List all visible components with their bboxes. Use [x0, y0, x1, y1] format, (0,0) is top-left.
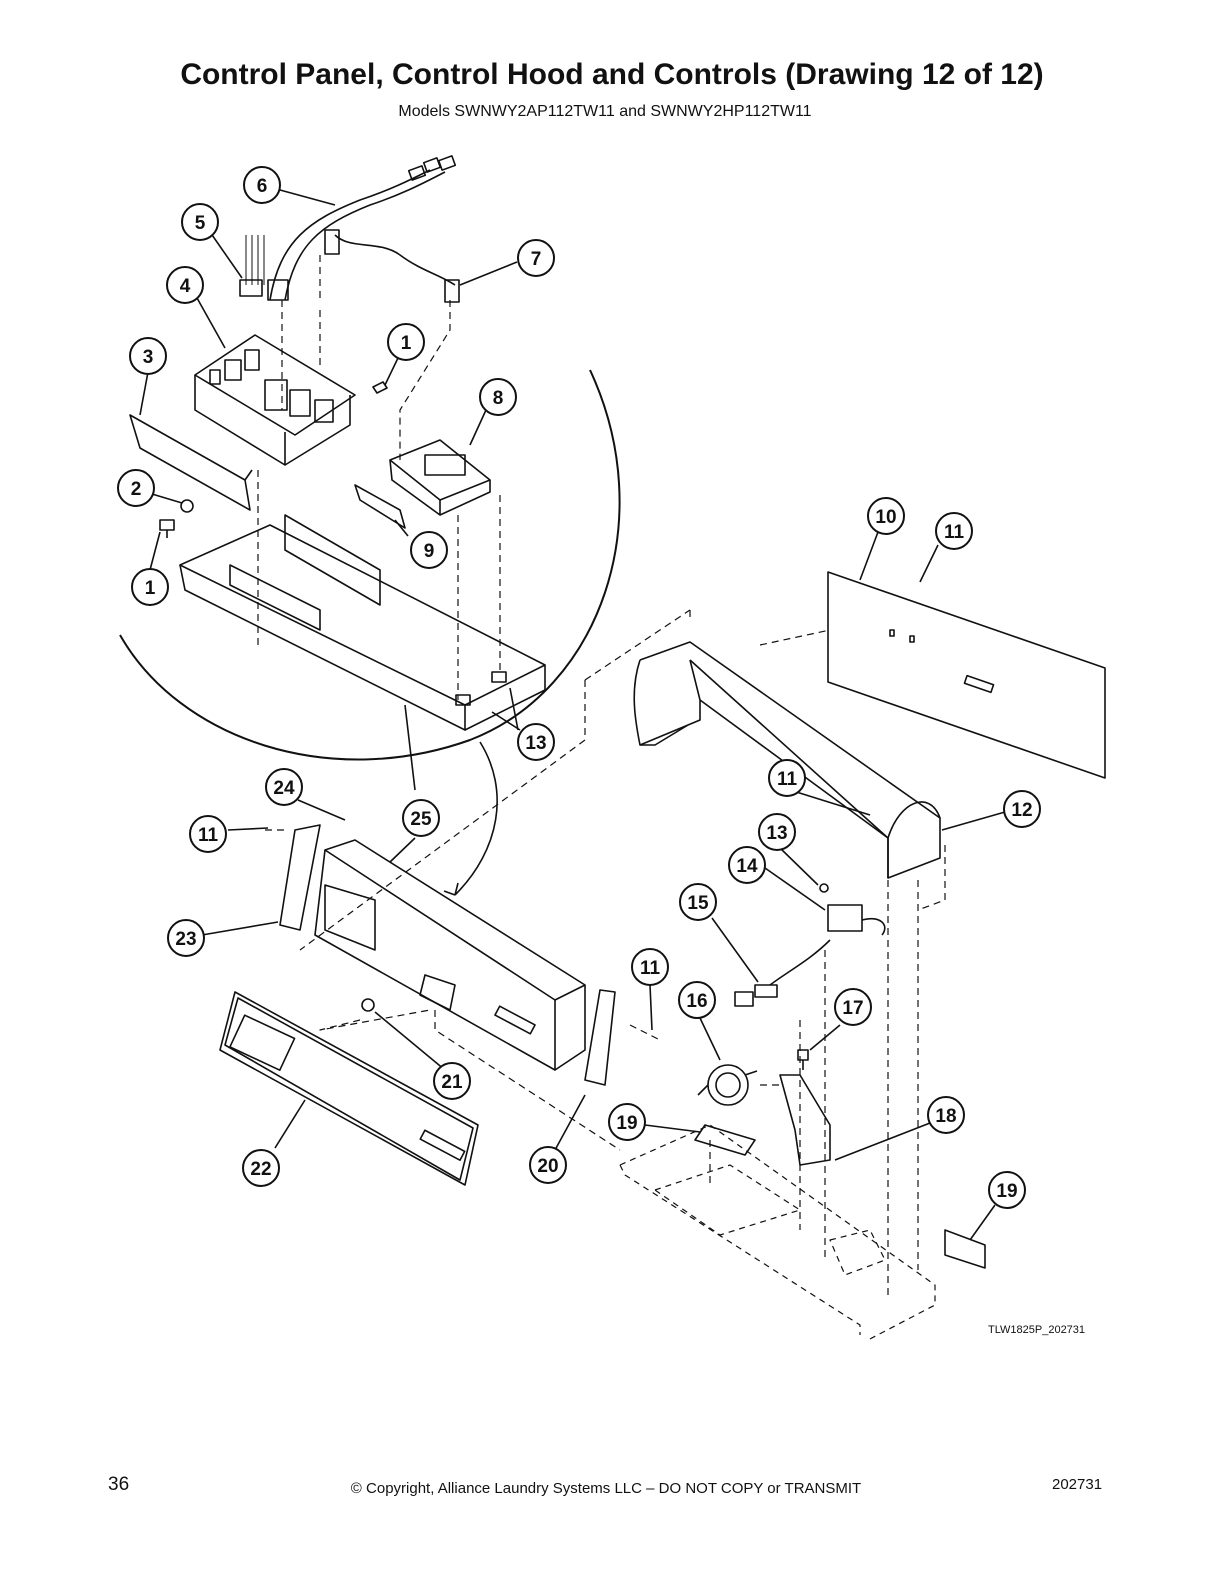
callout-8: 8	[479, 378, 517, 416]
callout-13b-text: 13	[766, 823, 787, 844]
plug-21	[361, 998, 375, 1012]
callout-11c-text: 11	[777, 769, 798, 790]
callout-18-text: 18	[935, 1106, 956, 1127]
callout-14: 14	[728, 846, 766, 884]
bracket-9	[354, 484, 406, 529]
callout-19a: 19	[608, 1103, 646, 1141]
callout-13b: 13	[758, 813, 796, 851]
callout-7: 7	[517, 239, 555, 277]
callout-11a-text: 11	[944, 522, 965, 543]
label-19a	[694, 1124, 756, 1156]
callout-1a-text: 1	[401, 333, 412, 354]
board-8	[389, 439, 491, 516]
callout-9: 9	[410, 531, 448, 569]
callout-23-text: 23	[175, 929, 196, 950]
callout-22-text: 22	[250, 1159, 271, 1180]
callout-1b: 1	[131, 568, 169, 606]
selector-16	[697, 1064, 758, 1106]
callout-7-text: 7	[531, 249, 542, 270]
bracket-3	[129, 414, 253, 511]
harness-15	[734, 939, 831, 1007]
callout-25-text: 25	[410, 809, 432, 830]
callout-3: 3	[129, 337, 167, 375]
cabinet-top	[619, 1124, 936, 1341]
callout-11d-text: 11	[640, 958, 661, 979]
callout-23: 23	[167, 919, 205, 957]
callout-21-text: 21	[441, 1072, 463, 1093]
screw-1a	[159, 519, 175, 538]
callout-13a-text: 13	[525, 733, 546, 754]
clip-13b	[491, 671, 507, 683]
callout-9-text: 9	[424, 541, 435, 562]
callout-15-text: 15	[687, 893, 709, 914]
callout-11b: 11	[189, 815, 227, 853]
callout-11b-text: 11	[198, 825, 219, 846]
callout-4-text: 4	[180, 276, 191, 297]
harness-6	[267, 155, 460, 303]
callout-15: 15	[679, 883, 717, 921]
callout-21: 21	[433, 1062, 471, 1100]
copyright-notice: © Copyright, Alliance Laundry Systems LL…	[350, 1480, 862, 1497]
callout-20: 20	[529, 1146, 567, 1184]
callout-2: 2	[117, 469, 155, 507]
models-subtitle: Models SWNWY2AP112TW11 and SWNWY2HP112TW…	[398, 103, 812, 120]
callout-3-text: 3	[143, 347, 154, 368]
callout-14-text: 14	[736, 856, 758, 877]
callout-6-text: 6	[257, 176, 268, 197]
callout-16-text: 16	[686, 991, 707, 1012]
callout-12: 12	[1003, 790, 1041, 828]
callout-2-text: 2	[131, 479, 142, 500]
panel-base-25	[179, 514, 546, 731]
callout-24-text: 24	[273, 778, 295, 799]
callout-11c: 11	[768, 759, 806, 797]
detail-arrow-arc	[454, 741, 498, 896]
callout-5-text: 5	[195, 213, 206, 234]
bracket-18	[779, 1074, 831, 1166]
callout-25: 25	[402, 799, 440, 837]
callout-19b-text: 19	[996, 1181, 1017, 1202]
callout-18: 18	[927, 1096, 965, 1134]
callout-20-text: 20	[537, 1156, 558, 1177]
callout-19a-text: 19	[616, 1113, 637, 1134]
end-bracket-23	[279, 824, 321, 931]
page-number: 36	[108, 1474, 130, 1495]
callout-10: 10	[867, 497, 905, 535]
detail-arc	[119, 369, 621, 761]
overlay-22	[219, 991, 479, 1186]
callout-13a: 13	[517, 723, 555, 761]
transformer-14	[819, 883, 886, 936]
wires-5	[239, 235, 265, 297]
callout-bubbles: 6 5 7 4 1 3 8 2 9 1 10 11 13 25 24 11 12…	[117, 166, 1041, 1209]
callout-19b: 19	[988, 1171, 1026, 1209]
callout-4: 4	[166, 266, 204, 304]
callout-17-text: 17	[842, 998, 863, 1019]
document-number: 202731	[1052, 1476, 1103, 1493]
callout-10-text: 10	[875, 507, 896, 528]
callout-22: 22	[242, 1149, 280, 1187]
callout-11d: 11	[631, 948, 669, 986]
screw-1b	[372, 381, 388, 394]
callout-16: 16	[678, 981, 716, 1019]
callout-11a: 11	[935, 512, 973, 550]
console-panel	[314, 839, 586, 1071]
rear-panel-10	[827, 571, 1106, 779]
clip-13a	[455, 694, 471, 706]
drawing-code: TLW1825P_202731	[988, 1324, 1085, 1336]
washer-2	[180, 499, 194, 513]
callout-5: 5	[181, 203, 219, 241]
label-19b	[944, 1229, 986, 1269]
callout-12-text: 12	[1011, 800, 1032, 821]
callout-24: 24	[265, 768, 303, 806]
callout-1a: 1	[387, 323, 425, 361]
end-bracket-20	[584, 989, 616, 1086]
screw-17	[797, 1049, 809, 1070]
callout-6: 6	[243, 166, 281, 204]
page-title: Control Panel, Control Hood and Controls…	[180, 58, 1044, 91]
callout-8-text: 8	[493, 388, 504, 409]
callout-1b-text: 1	[145, 578, 156, 599]
control-board-4	[194, 334, 356, 466]
callout-17: 17	[834, 988, 872, 1026]
